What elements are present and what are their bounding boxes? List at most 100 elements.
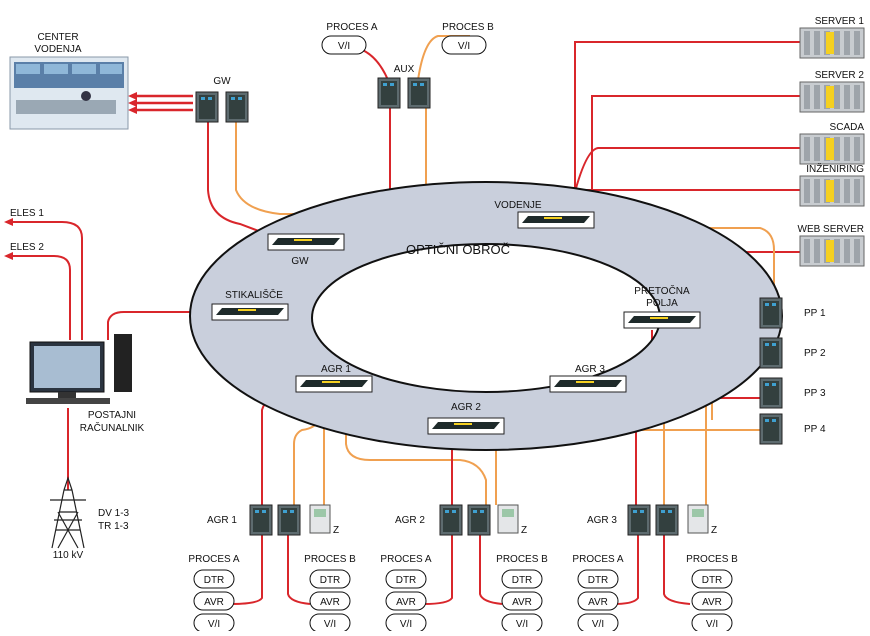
agr2-proces-a-pill-0: DTR bbox=[396, 575, 417, 586]
agr2-ring-switch bbox=[428, 418, 504, 434]
proces-b-top-label: PROCES B bbox=[442, 22, 494, 33]
center-label-2: VODENJA bbox=[34, 44, 82, 55]
link-agr2-procB bbox=[480, 535, 502, 604]
agr1-bottom-label: AGR 1 bbox=[207, 515, 237, 526]
agr2-proces-b-pill-0: DTR bbox=[512, 575, 533, 586]
agr2-proces-b-pill-1: AVR bbox=[512, 597, 532, 608]
arrowhead bbox=[128, 92, 137, 100]
gw-switch-a bbox=[196, 92, 218, 122]
pp-switch-1 bbox=[760, 298, 782, 328]
server-4 bbox=[800, 176, 864, 206]
gw-ring-switch bbox=[268, 234, 344, 250]
agr3-proces-a-pill-0: DTR bbox=[588, 575, 609, 586]
agr2-proces-a-pill-1: AVR bbox=[396, 597, 416, 608]
screen bbox=[44, 64, 68, 74]
postajni-racunalnik: POSTAJNI RAČUNALNIK bbox=[26, 334, 145, 434]
pc-screen bbox=[34, 346, 100, 388]
aux-switch-b bbox=[408, 78, 430, 108]
gw-switch-b bbox=[226, 92, 248, 122]
pretocna-label-1: PRETOČNA bbox=[634, 284, 690, 297]
relay-device-2: Z bbox=[498, 505, 527, 536]
relay-device-1: Z bbox=[310, 505, 339, 536]
agr1-proces-a: PROCES A DTR AVR V/I bbox=[188, 554, 239, 631]
agr1-proces-a-pill-0: DTR bbox=[204, 575, 225, 586]
vi-pill-b: V/I bbox=[442, 36, 486, 54]
link-server1 bbox=[575, 42, 800, 212]
eles1-label: ELES 1 bbox=[10, 208, 44, 219]
link-agr3-procA bbox=[614, 535, 638, 604]
screen bbox=[16, 64, 40, 74]
tr-label: TR 1-3 bbox=[98, 521, 129, 532]
arrowhead bbox=[128, 106, 137, 114]
server-label-4: INŽENIRING bbox=[806, 162, 864, 175]
agr3-proces-b-title: PROCES B bbox=[686, 554, 738, 565]
agr-bottom-switch-1 bbox=[250, 505, 272, 535]
pretocna-label-2: POLJA bbox=[646, 298, 678, 309]
link-eles1 bbox=[10, 222, 82, 340]
stikalisce-switch bbox=[212, 304, 288, 320]
agr2-proces-b-title: PROCES B bbox=[496, 554, 548, 565]
link-agr3-procB bbox=[664, 535, 690, 604]
agr2-proces-b-pill-2: V/I bbox=[516, 619, 528, 630]
pp-label-1: PP 1 bbox=[804, 308, 826, 319]
agr1-proces-a-title: PROCES A bbox=[188, 554, 239, 565]
server-1 bbox=[800, 28, 864, 58]
server-2 bbox=[800, 82, 864, 112]
ring-label: OPTIČNI OBROČ bbox=[406, 242, 510, 257]
screen bbox=[72, 64, 96, 74]
relay-z-label: Z bbox=[333, 525, 339, 536]
agr3-proces-a-pill-2: V/I bbox=[592, 619, 604, 630]
center-label-1: CENTER bbox=[37, 32, 78, 43]
vi-pill-a: V/I bbox=[322, 36, 366, 54]
aux-label: AUX bbox=[394, 64, 415, 75]
vi-label: V/I bbox=[458, 41, 470, 52]
pc-tower bbox=[114, 334, 132, 392]
gw-top-label: GW bbox=[213, 76, 231, 87]
agr-bottom-switch-4 bbox=[468, 505, 490, 535]
vi-label: V/I bbox=[338, 41, 350, 52]
relay-z-label: Z bbox=[521, 525, 527, 536]
pp-switch-2 bbox=[760, 338, 782, 368]
pc-stand bbox=[58, 392, 76, 398]
link-agr1-procA bbox=[232, 535, 262, 604]
agr1-proces-b-title: PROCES B bbox=[304, 554, 356, 565]
eles2-label: ELES 2 bbox=[10, 242, 44, 253]
arrowhead bbox=[4, 218, 13, 226]
agr3-proces-a-pill-1: AVR bbox=[588, 597, 608, 608]
pp-label-3: PP 3 bbox=[804, 388, 826, 399]
link-agr1-procB bbox=[288, 535, 310, 604]
vodenje-switch bbox=[518, 212, 594, 228]
agr3-proces-b-pill-2: V/I bbox=[706, 619, 718, 630]
pp-label-2: PP 2 bbox=[804, 348, 826, 359]
dv-label: DV 1-3 bbox=[98, 508, 130, 519]
agr1-proces-a-pill-1: AVR bbox=[204, 597, 224, 608]
server-label-5: WEB SERVER bbox=[798, 224, 865, 235]
server-label-2: SERVER 2 bbox=[815, 70, 865, 81]
operator bbox=[81, 91, 91, 101]
link-agr2-procA bbox=[424, 535, 452, 604]
server-label-3: SCADA bbox=[830, 122, 865, 133]
agr1-proces-a-pill-2: V/I bbox=[208, 619, 220, 630]
agr-bottom-switch-3 bbox=[440, 505, 462, 535]
agr1-proces-b-pill-0: DTR bbox=[320, 575, 341, 586]
server-label-1: SERVER 1 bbox=[815, 16, 865, 27]
agr1-proces-b-pill-1: AVR bbox=[320, 597, 340, 608]
link-eles2 bbox=[10, 256, 70, 340]
arrowhead bbox=[128, 99, 137, 107]
gw-ring-label: GW bbox=[291, 256, 309, 267]
agr3-ring-switch bbox=[550, 376, 626, 392]
arrowhead bbox=[4, 252, 13, 260]
control-desk bbox=[16, 100, 116, 114]
agr2-proces-a-pill-2: V/I bbox=[400, 619, 412, 630]
postajni-label-2: RAČUNALNIK bbox=[80, 421, 145, 434]
postajni-label-1: POSTAJNI bbox=[88, 410, 136, 421]
relay-z-label: Z bbox=[711, 525, 717, 536]
stikalisce-label: STIKALIŠČE bbox=[225, 288, 283, 301]
agr-bottom-switch-5 bbox=[628, 505, 650, 535]
